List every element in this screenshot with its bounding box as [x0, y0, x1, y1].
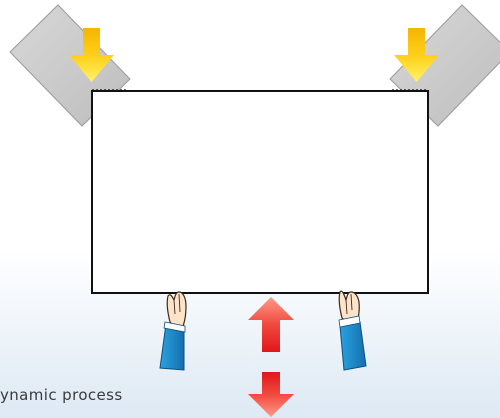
display-panel	[91, 90, 429, 294]
left-hand-icon	[159, 291, 187, 371]
right-press-arrow-icon	[394, 28, 439, 82]
left-press-arrow-icon	[69, 28, 114, 82]
caption-text: ynamic process	[0, 386, 123, 404]
lift-arrow-icon	[248, 297, 294, 417]
right-hand-icon	[338, 290, 367, 371]
